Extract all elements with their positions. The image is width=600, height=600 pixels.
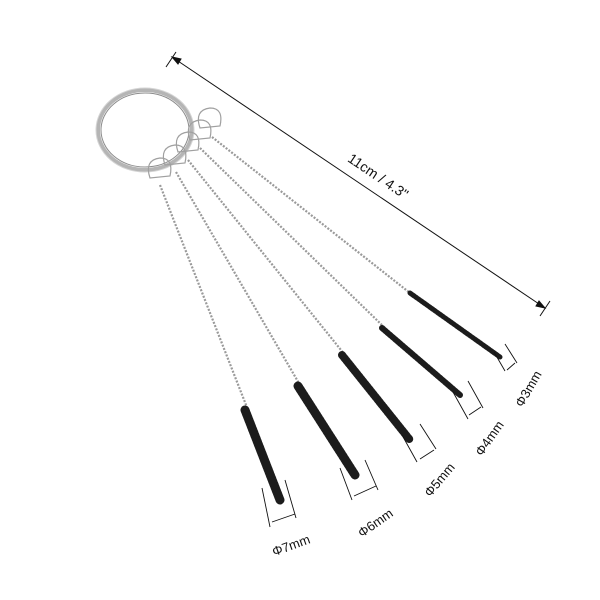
- overall-dimension-line: [165, 51, 551, 317]
- diameter-callouts: [261, 343, 518, 528]
- brush-heads: [240, 290, 503, 505]
- brush-wires: [158, 136, 411, 411]
- brush-b6: [293, 381, 360, 480]
- brush-b4: [379, 325, 463, 398]
- brush-b5: [338, 351, 414, 444]
- wire-loops: [147, 107, 222, 179]
- key-ring-icon: [95, 87, 195, 173]
- brush-b7: [240, 405, 285, 505]
- brush-b3: [407, 290, 503, 360]
